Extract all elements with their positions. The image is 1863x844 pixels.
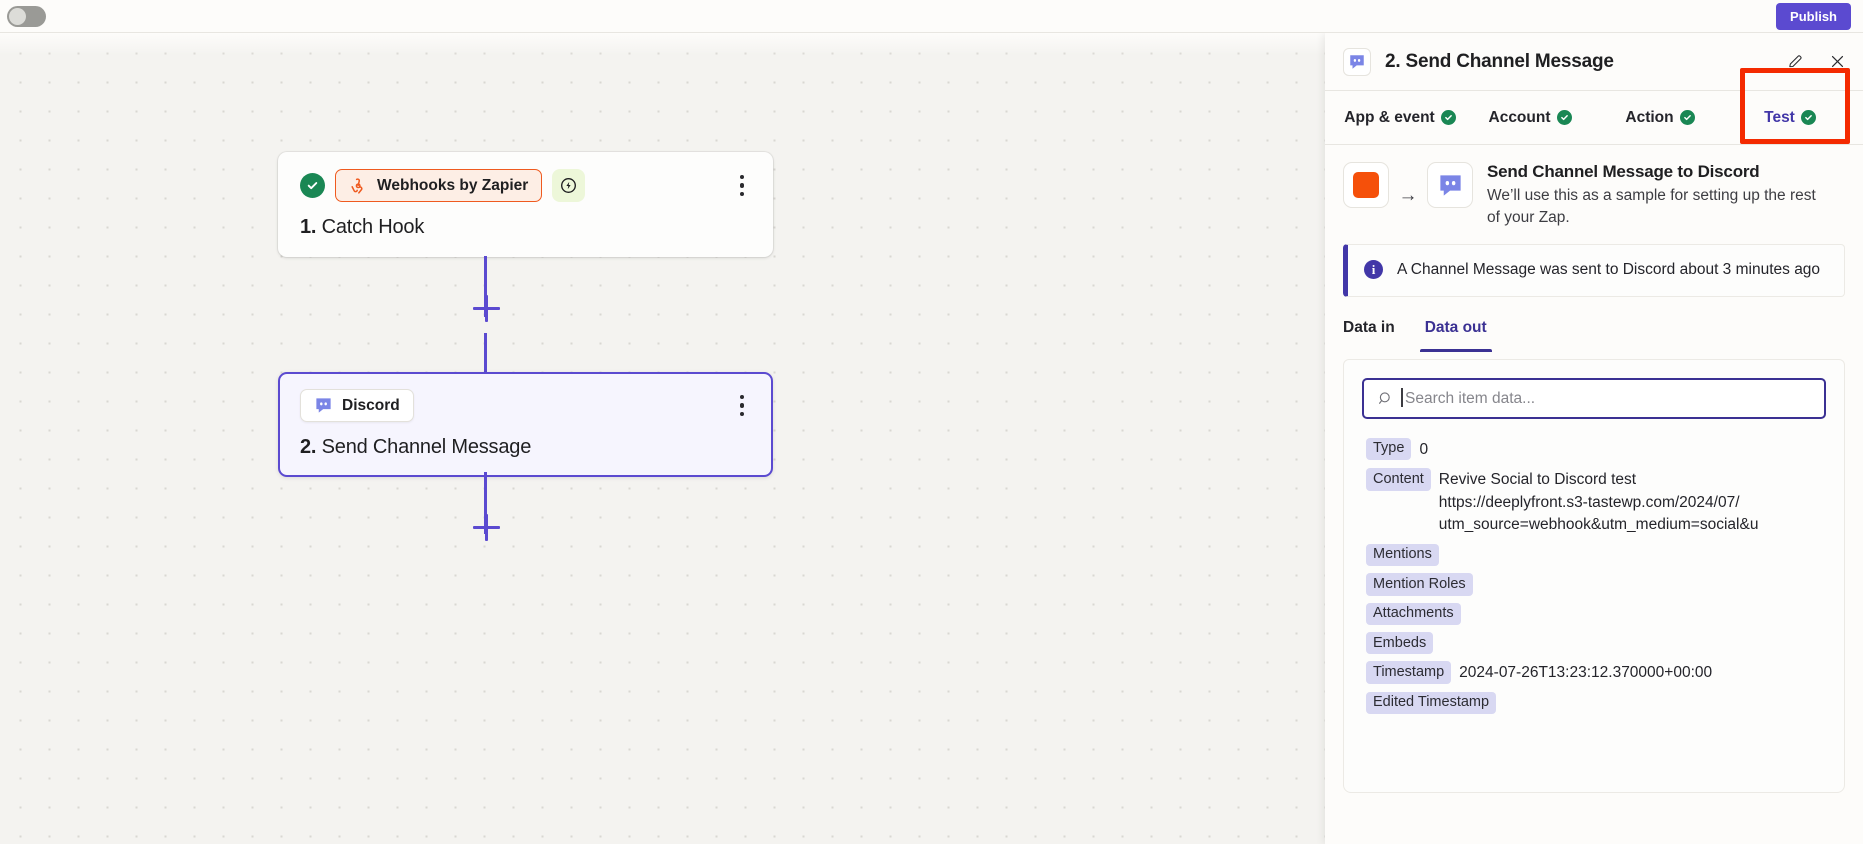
zap-enable-toggle[interactable] [7, 6, 46, 27]
data-key: Mention Roles [1366, 573, 1473, 596]
summary-text: Send Channel Message to Discord We’ll us… [1487, 162, 1832, 229]
data-subtabs: Data in Data out [1325, 319, 1863, 359]
data-value: 2024-07-26T13:23:12.370000+00:00 [1459, 664, 1713, 682]
step-node-2-number: 2. [300, 436, 317, 458]
summary-title: Send Channel Message to Discord [1487, 162, 1760, 181]
arrow-right-icon: → [1398, 184, 1418, 206]
data-row[interactable]: Attachments [1344, 599, 1844, 628]
toggle-knob [9, 8, 26, 25]
app-chip-webhooks-label: Webhooks by Zapier [377, 176, 529, 194]
action-summary: → Send Channel Message to Discord We’ll … [1325, 145, 1863, 229]
step-node-2-header: Discord [300, 389, 753, 422]
zap-canvas[interactable]: Webhooks by Zapier 1. Catch Hook [0, 33, 1325, 844]
data-row[interactable]: Embeds [1344, 629, 1844, 658]
connector-3 [484, 472, 487, 534]
tab-test-label: Test [1764, 108, 1795, 126]
data-out-rows: Type 0 Content Revive Social to Discord … [1344, 419, 1844, 717]
kebab-dot [739, 411, 745, 417]
data-key: Edited Timestamp [1366, 691, 1497, 715]
data-key: Embeds [1366, 632, 1434, 655]
webhooks-zapier-icon [351, 178, 363, 194]
summary-target-app-icon [1427, 162, 1473, 208]
data-value: 0 [1419, 440, 1429, 458]
data-row[interactable]: Mentions [1344, 540, 1844, 569]
tab-app-and-event-label: App & event [1344, 108, 1435, 126]
step-node-2-title: 2. Send Channel Message [300, 436, 753, 459]
step-node-2[interactable]: Discord 2. Send Channel Message [278, 372, 773, 477]
step-node-2-menu-button[interactable] [731, 394, 753, 418]
discord-icon [316, 398, 331, 413]
kebab-dot [739, 183, 745, 188]
kebab-dot [739, 394, 745, 400]
tab-app-and-event[interactable]: App & event [1335, 91, 1465, 144]
kebab-dot [739, 403, 745, 408]
add-step-button-1[interactable] [473, 295, 500, 322]
step-node-1-name: Catch Hook [321, 216, 425, 238]
step-node-2-name: Send Channel Message [321, 436, 532, 458]
data-row[interactable]: Edited Timestamp [1344, 688, 1844, 717]
tab-action-label: Action [1625, 108, 1674, 126]
connector-1 [484, 256, 487, 317]
kebab-dot [739, 191, 745, 197]
data-row[interactable]: Type 0 [1344, 434, 1844, 464]
tab-complete-check-icon [1556, 110, 1572, 125]
discord-icon [1350, 54, 1364, 69]
tab-complete-check-icon [1440, 110, 1456, 125]
top-toolbar: Publish [0, 0, 1863, 33]
panel-header: 2. Send Channel Message [1325, 33, 1863, 90]
zapier-orange-square-icon [1353, 172, 1379, 198]
step-node-1-title: 1. Catch Hook [300, 216, 753, 239]
pencil-icon[interactable] [1785, 52, 1805, 72]
tab-account-label: Account [1488, 108, 1551, 126]
search-icon [1379, 392, 1390, 405]
tab-complete-check-icon [1800, 110, 1816, 125]
data-key: Type [1366, 437, 1412, 461]
data-value: Revive Social to Discord test https://de… [1438, 471, 1759, 534]
data-key: Mentions [1366, 543, 1439, 567]
test-result-info-banner: i A Channel Message was sent to Discord … [1343, 244, 1845, 298]
publish-button[interactable]: Publish [1776, 3, 1851, 30]
data-out-card: Search item data... Type 0 Content Reviv… [1343, 359, 1845, 794]
subtab-data-out[interactable]: Data out [1419, 319, 1492, 353]
kebab-dot [739, 174, 745, 180]
tab-complete-check-icon [1679, 110, 1695, 125]
instant-bolt-icon[interactable] [552, 169, 586, 202]
add-step-button-2[interactable] [473, 514, 500, 541]
data-row[interactable]: Content Revive Social to Discord test ht… [1344, 465, 1844, 540]
step-node-1[interactable]: Webhooks by Zapier 1. Catch Hook [278, 152, 773, 257]
test-result-message: A Channel Message was sent to Discord ab… [1397, 261, 1821, 278]
data-key: Timestamp [1366, 661, 1452, 684]
info-icon: i [1364, 260, 1383, 279]
panel-app-icon [1343, 47, 1371, 76]
search-input[interactable]: Search item data... [1362, 378, 1826, 420]
subtab-data-in[interactable]: Data in [1343, 319, 1395, 337]
data-row[interactable]: Mention Roles [1344, 570, 1844, 599]
panel-tabs: App & event Account Action Test [1325, 68, 1863, 145]
panel-title: 2. Send Channel Message [1385, 50, 1614, 72]
app-chip-discord-label: Discord [342, 396, 400, 414]
tab-test[interactable]: Test [1725, 91, 1855, 144]
search-placeholder: Search item data... [1400, 387, 1536, 407]
summary-source-app-icon [1343, 162, 1389, 208]
step-detail-panel: 2. Send Channel Message App & event Acco… [1325, 33, 1863, 844]
tab-action[interactable]: Action [1595, 91, 1725, 144]
panel-header-actions [1785, 52, 1847, 72]
app-chip-discord[interactable]: Discord [300, 389, 414, 422]
step-node-1-header: Webhooks by Zapier [300, 169, 753, 202]
connector-2 [484, 333, 487, 395]
app-chip-webhooks[interactable]: Webhooks by Zapier [335, 169, 543, 202]
search-wrap: Search item data... [1344, 360, 1844, 420]
data-key: Attachments [1366, 602, 1461, 626]
success-check-icon [300, 173, 325, 198]
step-node-1-menu-button[interactable] [731, 174, 753, 198]
discord-icon [1439, 174, 1461, 196]
tab-account[interactable]: Account [1465, 91, 1595, 144]
summary-description: We’ll use this as a sample for setting u… [1487, 187, 1816, 226]
close-x-icon[interactable] [1827, 52, 1847, 72]
step-node-1-number: 1. [300, 216, 317, 238]
data-row[interactable]: Timestamp 2024-07-26T13:23:12.370000+00:… [1344, 658, 1844, 688]
data-key: Content [1366, 468, 1431, 491]
